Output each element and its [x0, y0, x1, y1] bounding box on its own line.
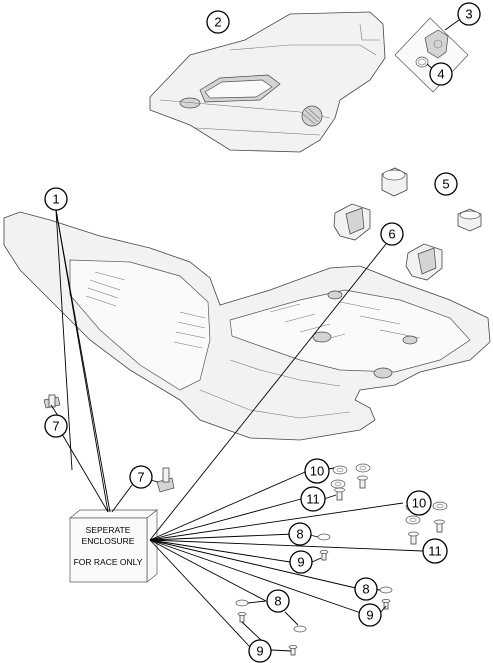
- callout-7a: 7: [44, 414, 68, 438]
- svg-text:11: 11: [428, 544, 442, 559]
- svg-text:3: 3: [465, 7, 472, 22]
- svg-text:9: 9: [366, 608, 373, 623]
- callout-11b: 11: [422, 538, 448, 564]
- svg-text:7: 7: [52, 419, 59, 434]
- main-skid-plate-part-1: [3, 211, 491, 441]
- svg-text:8: 8: [274, 594, 281, 609]
- spacer-parts-5: [381, 167, 482, 232]
- callout-10b: 10: [406, 490, 432, 516]
- svg-text:4: 4: [437, 67, 444, 82]
- callout-8c: 8: [266, 589, 290, 613]
- mount-brackets-part-6: [333, 203, 443, 281]
- svg-text:1: 1: [52, 192, 59, 207]
- svg-text:8: 8: [296, 527, 303, 542]
- skid-plate-upper-part: [149, 11, 386, 153]
- callout-5: 5: [434, 172, 458, 196]
- callout-6: 6: [380, 222, 404, 246]
- callout-1: 1: [44, 187, 68, 211]
- callout-8b: 8: [354, 577, 378, 601]
- svg-text:9: 9: [297, 555, 304, 570]
- svg-text:5: 5: [442, 177, 449, 192]
- svg-text:2: 2: [214, 15, 221, 30]
- enclosure-line-1: SEPERATE: [86, 525, 131, 535]
- svg-text:10: 10: [412, 496, 426, 511]
- enclosure-line-3: FOR RACE ONLY: [74, 557, 143, 567]
- callout-7b: 7: [129, 465, 153, 489]
- callout-9c: 9: [248, 639, 272, 663]
- separate-enclosure-box: SEPERATE ENCLOSURE FOR RACE ONLY: [69, 509, 158, 583]
- callout-11a: 11: [300, 486, 326, 512]
- svg-text:11: 11: [306, 492, 320, 507]
- inset-box-parts-3-4: [394, 17, 469, 93]
- svg-text:8: 8: [362, 582, 369, 597]
- callout-4: 4: [429, 62, 453, 86]
- callout-9a: 9: [289, 550, 313, 574]
- svg-text:7: 7: [137, 470, 144, 485]
- callout-10a: 10: [304, 458, 330, 484]
- enclosure-line-2: ENCLOSURE: [82, 536, 135, 546]
- svg-text:9: 9: [256, 644, 263, 659]
- callout-8a: 8: [288, 522, 312, 546]
- svg-text:6: 6: [388, 227, 395, 242]
- callout-3: 3: [457, 2, 481, 26]
- callout-9b: 9: [358, 603, 382, 627]
- callout-2: 2: [206, 10, 230, 34]
- svg-text:10: 10: [310, 464, 324, 479]
- bolt-parts-7: [43, 394, 175, 493]
- leader-lines: [50, 209, 432, 652]
